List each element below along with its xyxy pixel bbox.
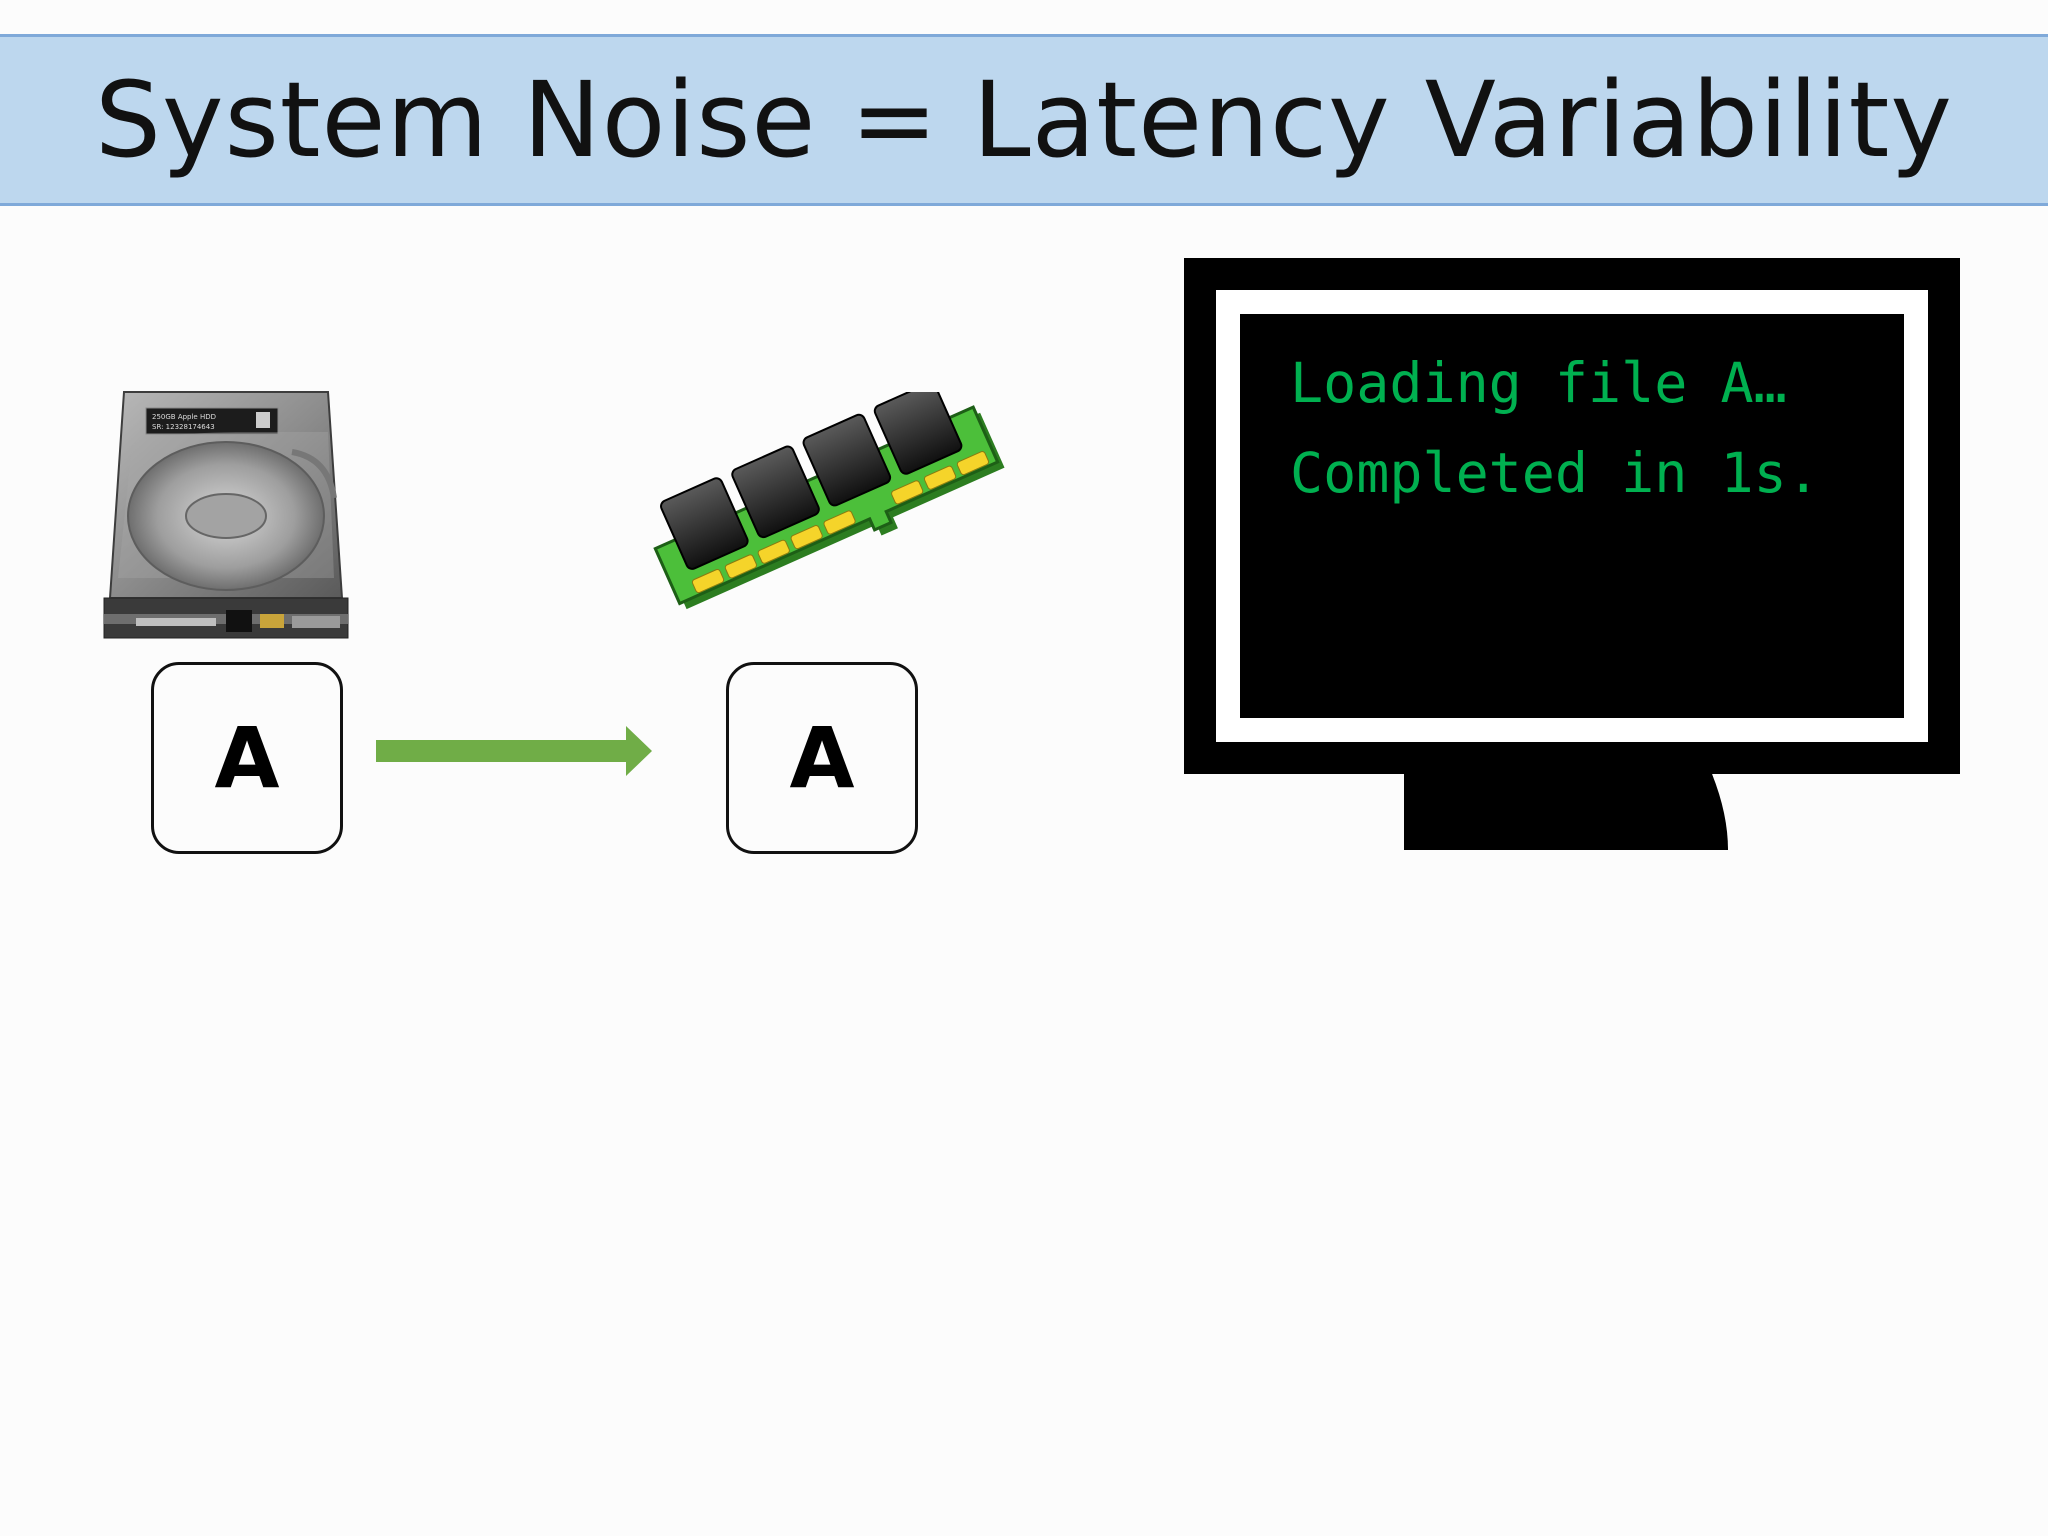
hdd-label-line1: 250GB Apple HDD <box>152 413 216 421</box>
slide-title: System Noise = Latency Variability <box>95 59 1953 181</box>
terminal-line-completed: Completed in 1s. <box>1290 441 1820 505</box>
file-a-in-memory: A <box>726 662 918 854</box>
terminal-output: Loading file A… Completed in 1s. <box>1290 338 1820 518</box>
hdd-label-line2: SR: 12328174643 <box>152 423 215 431</box>
file-a-on-disk: A <box>151 662 343 854</box>
terminal-line-loading: Loading file A… <box>1290 351 1787 415</box>
transfer-arrow-icon <box>376 726 652 776</box>
ram-module-icon <box>653 392 1005 610</box>
hard-drive-icon: 250GB Apple HDD SR: 12328174643 <box>103 391 349 639</box>
title-bar: System Noise = Latency Variability <box>0 34 2048 206</box>
monitor-icon <box>1184 258 1960 850</box>
